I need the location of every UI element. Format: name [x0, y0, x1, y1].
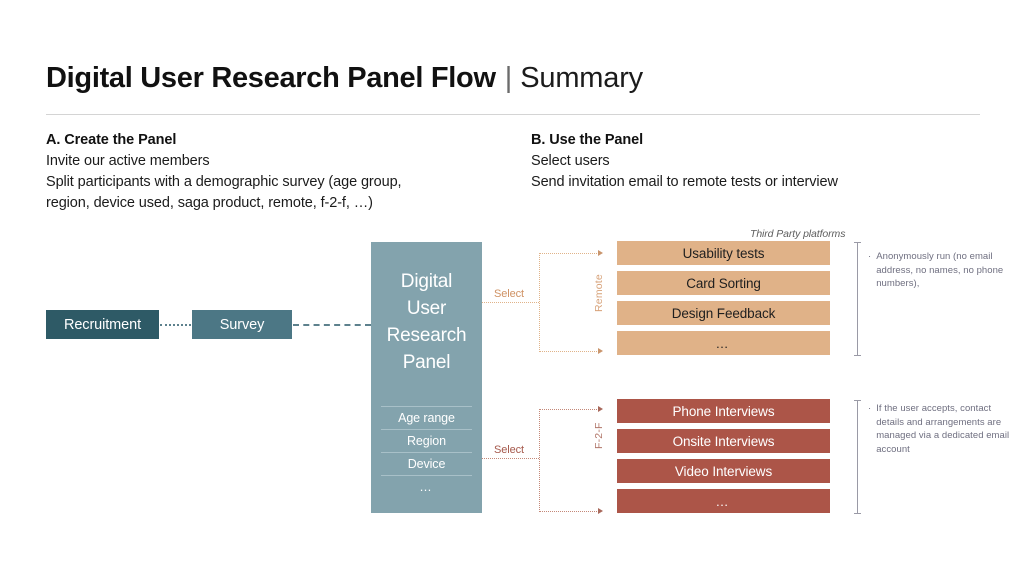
section-a-heading: A. Create the Panel: [46, 132, 177, 148]
page-title: Digital User Research Panel Flow | Summa…: [46, 62, 643, 95]
flow-box-survey[interactable]: Survey: [192, 310, 292, 339]
panel-title: Digital User Research Panel: [371, 242, 482, 376]
remote-method-more[interactable]: …: [617, 331, 830, 355]
panel-title-line-2: User: [406, 298, 447, 319]
flow-box-recruitment[interactable]: Recruitment: [46, 310, 159, 339]
select-f2f-arrow-top: [598, 405, 603, 412]
f2f-method-more[interactable]: …: [617, 489, 830, 513]
panel-attribute-more: …: [381, 475, 472, 498]
remote-method-usability-tests[interactable]: Usability tests: [617, 241, 830, 265]
remote-method-design-feedback[interactable]: Design Feedback: [617, 301, 830, 325]
panel-title-line-4: Panel: [402, 352, 451, 373]
remote-note: · Anonymously run (no email address, no …: [868, 250, 1016, 291]
select-remote-arrow-bottom: [598, 347, 603, 354]
select-remote-spine: [539, 253, 540, 352]
section-a-line-1: Invite our active members: [46, 153, 210, 169]
panel-attribute-age-range: Age range: [381, 406, 472, 429]
group-label-f2f: F-2-F: [593, 422, 605, 449]
group-label-remote: Remote: [593, 274, 605, 312]
section-a-line-3: region, device used, saga product, remot…: [46, 195, 373, 211]
connector-recruitment-to-survey: [160, 324, 191, 326]
f2f-method-phone-interviews[interactable]: Phone Interviews: [617, 399, 830, 423]
remote-note-text: Anonymously run (no email address, no na…: [876, 251, 1004, 289]
f2f-methods-list: Phone Interviews Onsite Interviews Video…: [617, 399, 830, 519]
remote-methods-list: Usability tests Card Sorting Design Feed…: [617, 241, 830, 361]
panel-title-line-3: Research: [386, 325, 467, 346]
page-title-subtitle: Summary: [520, 62, 643, 94]
select-remote-stem: [482, 302, 539, 303]
connector-survey-to-panel: [293, 324, 371, 326]
section-b-line-2: Send invitation email to remote tests or…: [531, 174, 838, 190]
select-f2f-stem: [482, 458, 539, 459]
select-remote-branch-top: [539, 253, 599, 254]
section-a-line-2: Split participants with a demographic su…: [46, 174, 402, 190]
select-f2f-arrow-bottom: [598, 507, 603, 514]
panel-title-line-1: Digital: [400, 271, 453, 292]
select-label-f2f: Select: [494, 444, 524, 456]
select-remote-arrow-top: [598, 249, 603, 256]
remote-method-card-sorting[interactable]: Card Sorting: [617, 271, 830, 295]
f2f-note-text: If the user accepts, contact details and…: [876, 403, 1010, 455]
page-title-separator: |: [504, 62, 513, 94]
panel-attribute-list: Age range Region Device …: [371, 406, 482, 513]
f2f-method-onsite-interviews[interactable]: Onsite Interviews: [617, 429, 830, 453]
select-f2f-branch-top: [539, 409, 599, 410]
digital-user-research-panel[interactable]: Digital User Research Panel Age range Re…: [371, 242, 482, 513]
remote-note-bullet-icon: ·: [868, 251, 872, 262]
section-b-use-the-panel: B. Use the Panel Select users Send invit…: [531, 132, 971, 193]
third-party-platforms-label: Third Party platforms: [750, 228, 846, 240]
select-remote-branch-bottom: [539, 351, 599, 352]
section-a-create-the-panel: A. Create the Panel Invite our active me…: [46, 132, 516, 214]
f2f-note-bracket: [854, 400, 861, 514]
page-title-main: Digital User Research Panel Flow: [46, 62, 496, 94]
select-f2f-branch-bottom: [539, 511, 599, 512]
f2f-method-video-interviews[interactable]: Video Interviews: [617, 459, 830, 483]
panel-attribute-device: Device: [381, 452, 472, 475]
f2f-note: · If the user accepts, contact details a…: [868, 402, 1020, 456]
select-f2f-spine: [539, 409, 540, 512]
section-b-line-1: Select users: [531, 153, 610, 169]
section-b-heading: B. Use the Panel: [531, 132, 644, 148]
select-label-remote: Select: [494, 288, 524, 300]
f2f-note-bullet-icon: ·: [868, 403, 872, 414]
remote-note-bracket: [854, 242, 861, 356]
panel-attribute-region: Region: [381, 429, 472, 452]
title-divider: [46, 114, 980, 115]
